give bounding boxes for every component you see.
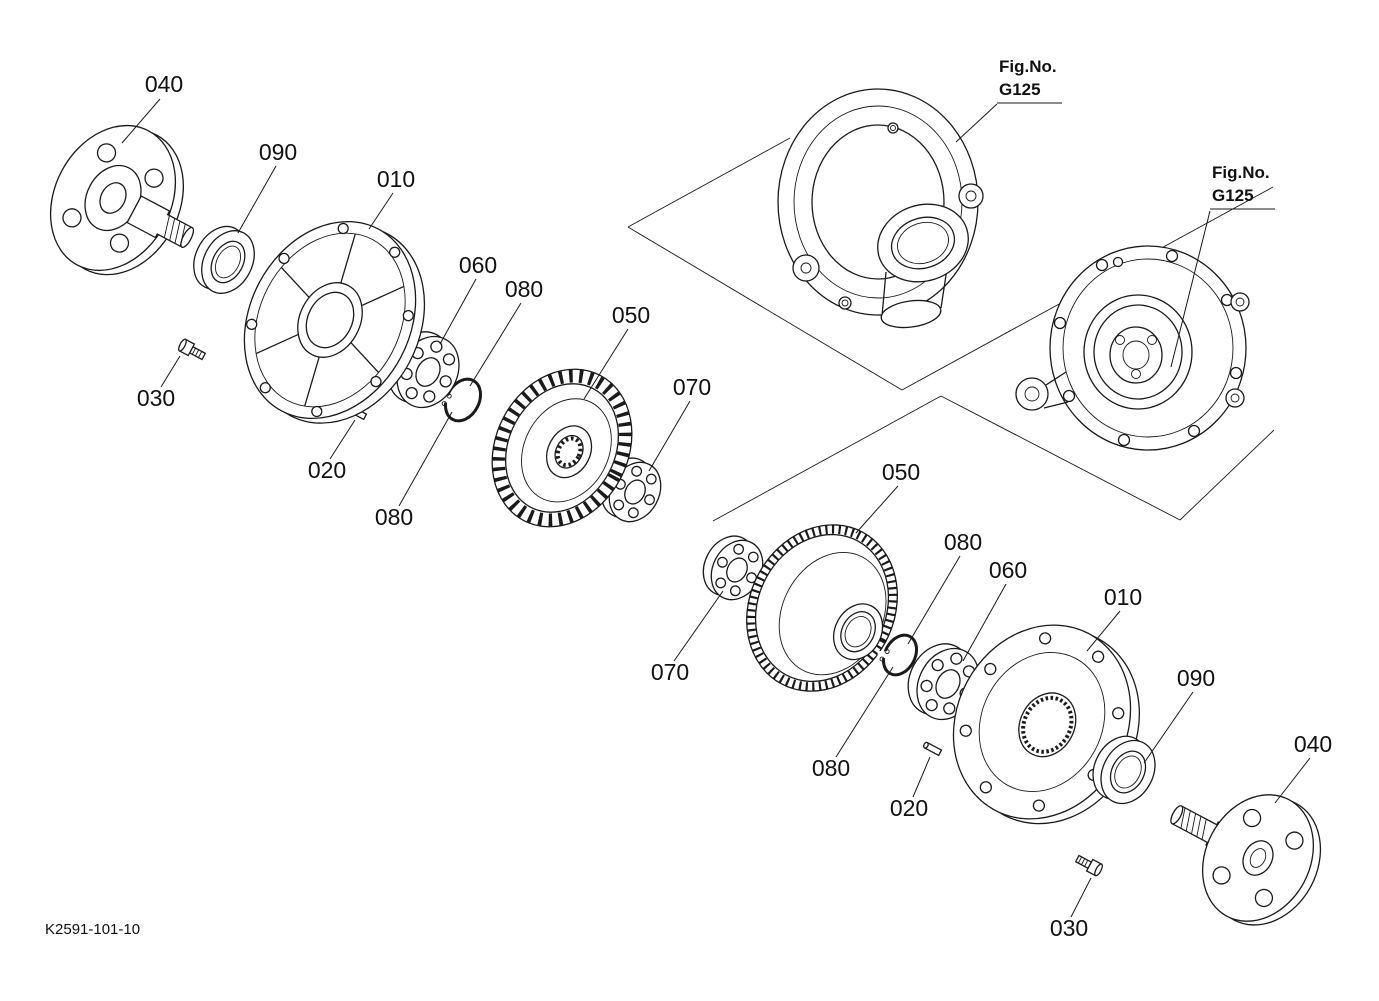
callout-left-060: 060: [459, 252, 497, 278]
bolt-right-030: [1074, 854, 1103, 877]
callout-right-020: 020: [890, 795, 928, 821]
oil-seal-right-090: [1092, 735, 1156, 805]
axle-case-upper: [777, 88, 984, 329]
case-cover-right-010: [952, 624, 1141, 825]
drawing-number: K2591-101-10: [45, 921, 140, 938]
fig-ref-right: Fig.No. G125: [1210, 163, 1275, 210]
fig-ref-upper-number: G125: [999, 80, 1041, 99]
bolt-left-030: [178, 338, 207, 361]
hub-flange-right-040: [1170, 794, 1322, 926]
callout-left-070: 070: [673, 374, 711, 400]
hub-flange-left-040: [49, 124, 195, 276]
bearing-right-070: [702, 535, 764, 601]
callout-right-080-lower: 080: [812, 755, 850, 781]
pin-right-020: [923, 741, 943, 757]
callout-right-080-upper: 080: [944, 529, 982, 555]
callout-right-070: 070: [651, 659, 689, 685]
callout-right-030: 030: [1050, 915, 1088, 941]
callout-left-090: 090: [259, 139, 297, 165]
callout-left-050: 050: [612, 302, 650, 328]
fig-ref-upper-label: Fig.No.: [999, 57, 1057, 76]
oil-seal-left-090: [193, 225, 255, 294]
fig-ref-upper: Fig.No. G125: [997, 57, 1062, 104]
fig-ref-right-number: G125: [1212, 186, 1254, 205]
callout-left-010: 010: [377, 166, 415, 192]
callout-left-040: 040: [145, 71, 183, 97]
callout-right-090: 090: [1177, 665, 1215, 691]
callout-left-080-lower: 080: [375, 504, 413, 530]
callout-left-020: 020: [308, 457, 346, 483]
callout-right-050: 050: [882, 459, 920, 485]
axle-case-right: [1015, 245, 1250, 451]
snap-ring-right-080: [877, 633, 919, 677]
callout-right-060: 060: [989, 557, 1027, 583]
leader-lines: [121, 98, 1311, 918]
case-cover-left-010: [243, 220, 426, 424]
callout-left-030: 030: [137, 385, 175, 411]
fig-ref-right-label: Fig.No.: [1212, 163, 1270, 182]
callout-right-010: 010: [1104, 584, 1142, 610]
bevel-gear-left-050: [491, 368, 633, 528]
bevel-gear-right-050: [746, 524, 898, 692]
callout-right-040: 040: [1294, 731, 1332, 757]
callout-left-080-upper: 080: [505, 276, 543, 302]
